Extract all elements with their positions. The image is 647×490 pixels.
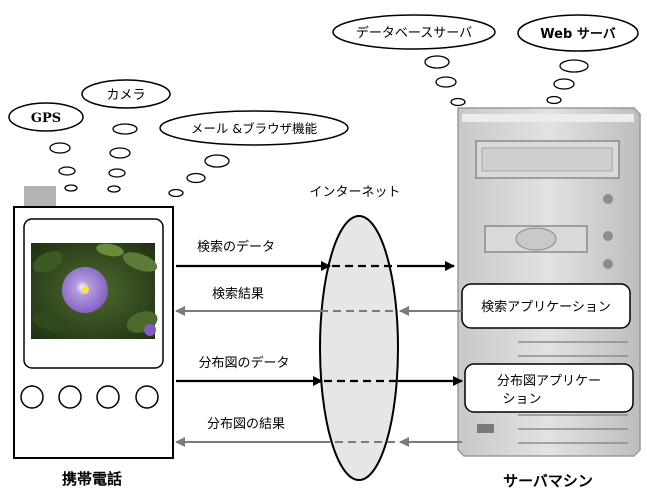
phone-key-1[interactable] [20,385,44,409]
flower-photo-icon [31,243,158,339]
internet-ellipse [319,215,399,481]
server-led-2 [603,231,613,241]
web-server-label: Web サーバ [540,27,615,42]
phone-antenna [24,186,56,208]
distribution-app-label-line2: ション [502,392,541,407]
web-server-bubble: Web サーバ [517,14,639,105]
camera-label: カメラ [106,88,145,103]
internet-label: インターネット [309,185,400,200]
search-app-box [461,283,631,329]
distribution-app-label-line1: 分布図アプリケー [497,374,601,389]
database-server-label: データベースサーバ [356,25,472,41]
search-data-label: 検索のデータ [197,239,275,255]
search-app-label: 検索アプリケーション [481,300,611,315]
gps-label: GPS [31,111,61,126]
phone-key-2[interactable] [58,385,82,409]
database-server-bubble: データベースサーバ [332,14,496,107]
search-result-label: 検索結果 [212,287,264,302]
server-machine: 検索アプリケーション 分布図アプリケー ション [457,107,641,457]
distribution-app-box [464,363,634,413]
mail-browser-bubble: メール &ブラウザ機能 [159,110,349,198]
server-led-1 [603,194,613,204]
server-led-3 [603,259,613,269]
distribution-result-label: 分布図の結果 [207,417,285,432]
phone-label: 携帯電話 [62,470,122,488]
phone-key-3[interactable] [96,385,120,409]
mobile-phone [13,186,174,459]
distribution-data-label: 分布図のデータ [198,355,289,371]
server-label: サーバマシン [503,472,593,490]
phone-key-4[interactable] [135,385,159,409]
mail-browser-label: メール &ブラウザ機能 [191,121,318,136]
gps-bubble: GPS [8,102,84,192]
power-button[interactable] [477,424,494,433]
camera-bubble: カメラ [81,79,171,193]
